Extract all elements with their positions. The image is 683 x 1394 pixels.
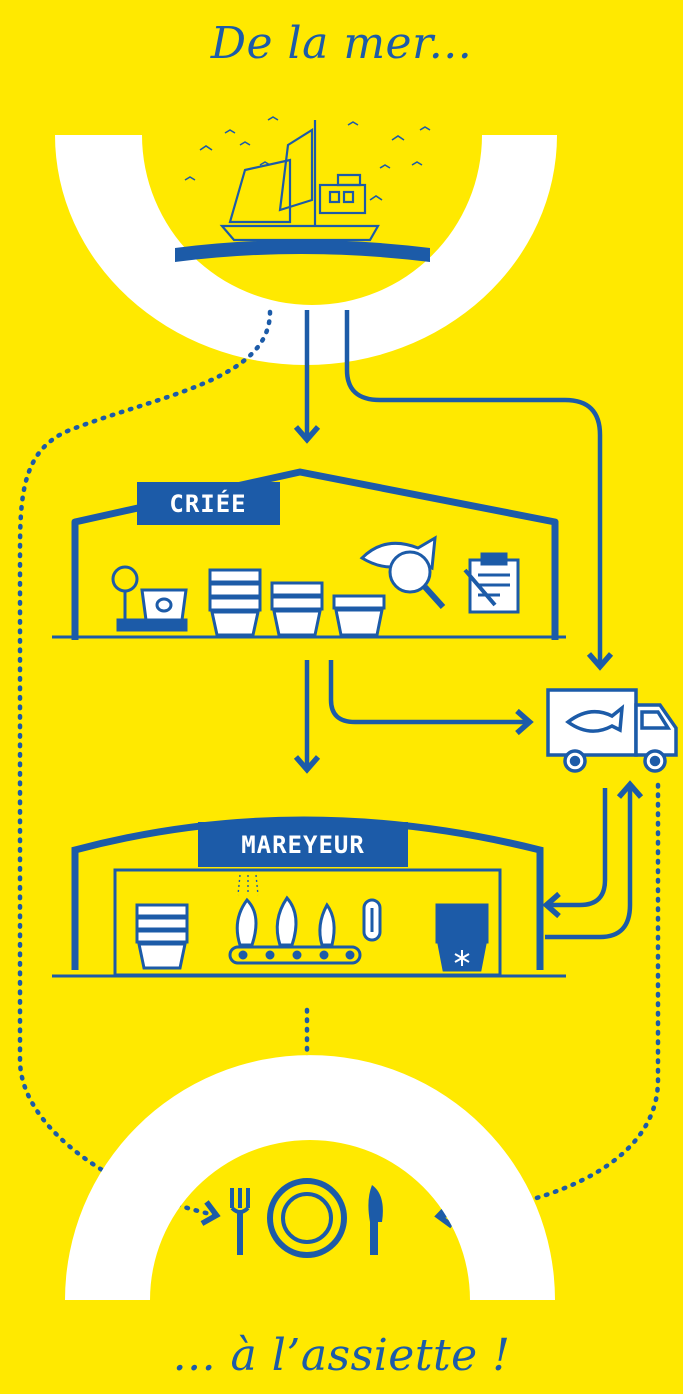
clipboard-icon <box>463 552 520 614</box>
plate-icon <box>267 1178 347 1258</box>
wholesaler-label: MAREYEUR <box>241 831 365 859</box>
arrow-wholesaler-to-truck <box>545 780 644 940</box>
magnifier-fish-icon <box>359 535 446 610</box>
auction-label-tag <box>137 482 280 525</box>
delivery-truck-icon <box>546 688 678 773</box>
arrow-sea-to-truck <box>344 310 614 671</box>
wholesaler-label-tag <box>198 822 408 867</box>
conveyor-belt-icon <box>228 874 362 965</box>
thermometer-icon <box>362 898 382 942</box>
auction-hall: CRIÉE <box>52 468 566 640</box>
auction-label: CRIÉE <box>169 489 246 518</box>
knife-icon <box>368 1185 383 1255</box>
wholesaler-hall: MAREYEUR <box>52 816 566 978</box>
arrow-truck-to-wholesaler <box>542 788 608 919</box>
title-from-sea: De la mer... <box>210 18 473 69</box>
dotted-sea-to-plate-left <box>17 309 273 1226</box>
sea-arc <box>55 135 557 365</box>
fish-crate-icon <box>135 903 189 970</box>
fork-icon <box>230 1188 250 1255</box>
plate-arc <box>65 1055 555 1300</box>
dotted-truck-to-plate-right <box>434 782 661 1229</box>
fishing-boat-icon <box>175 116 431 262</box>
snowflake-icon <box>454 950 470 966</box>
fish-crate-icon <box>208 568 386 637</box>
iced-crate-stack <box>435 903 489 972</box>
arrow-auction-to-truck <box>328 660 534 736</box>
scale-icon <box>111 565 188 632</box>
title-to-plate: ... à l’assiette ! <box>172 1330 511 1381</box>
